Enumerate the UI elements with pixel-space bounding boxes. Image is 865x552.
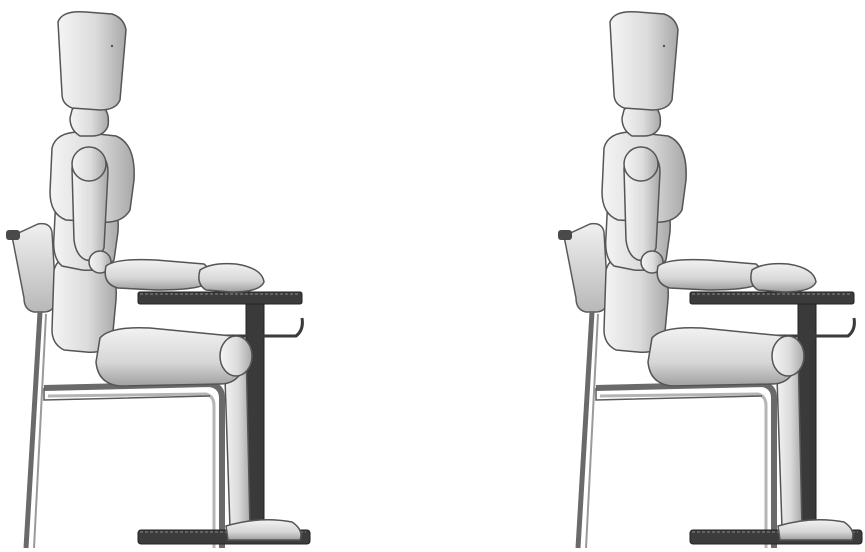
ergonomics-illustration bbox=[0, 0, 865, 552]
illustration-stage bbox=[0, 0, 865, 552]
